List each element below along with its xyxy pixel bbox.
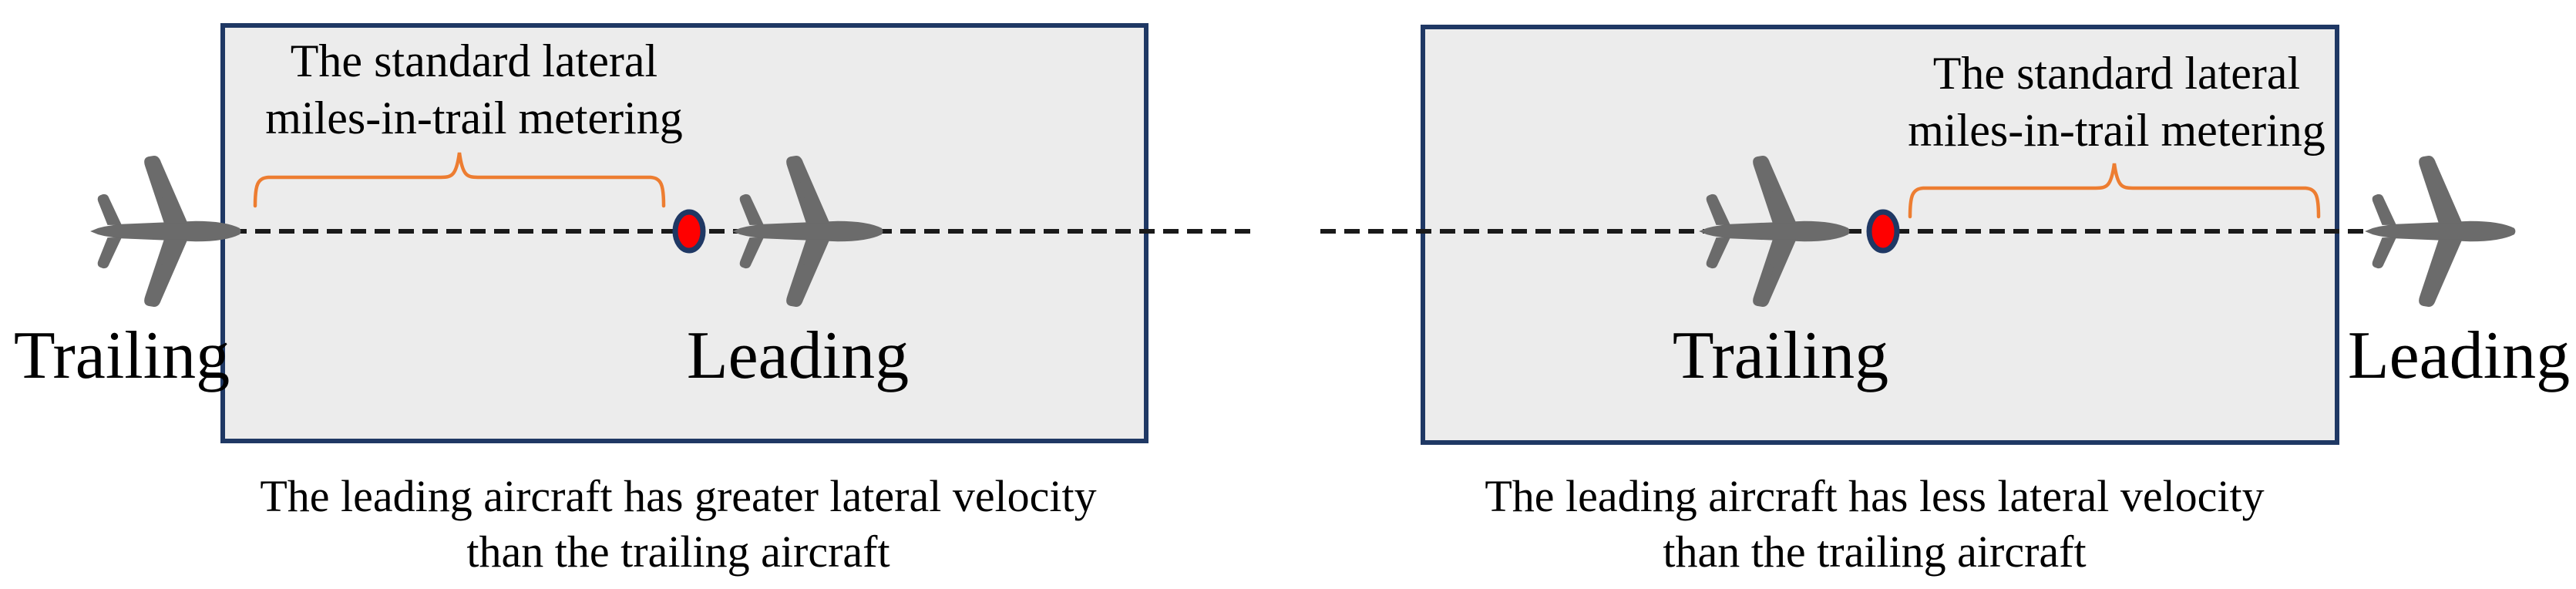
left-leading-label: Leading	[686, 318, 910, 393]
metering-brace-right	[1908, 163, 2321, 219]
left-separation-annotation-line2: miles-in-trail metering	[265, 93, 683, 143]
right-separation-annotation: The standard lateral miles-in-trail mete…	[1908, 45, 2325, 159]
left-caption: The leading aircraft has greater lateral…	[260, 469, 1096, 580]
trailing-aircraft-icon-left	[90, 155, 241, 308]
right-leading-label: Leading	[2347, 318, 2571, 393]
left-separation-annotation: The standard lateral miles-in-trail mete…	[265, 32, 683, 146]
right-separation-annotation-line1: The standard lateral	[1932, 48, 2301, 99]
right-trailing-label: Trailing	[1672, 318, 1889, 393]
right-caption-line1: The leading aircraft has less lateral ve…	[1485, 471, 2265, 521]
metering-point-left	[672, 209, 706, 254]
left-separation-annotation-line1: The standard lateral	[290, 35, 658, 86]
metering-point-right	[1866, 209, 1900, 254]
left-caption-line1: The leading aircraft has greater lateral…	[260, 471, 1097, 521]
leading-aircraft-icon-right	[2365, 155, 2516, 308]
right-caption-line2: than the trailing aircraft	[1663, 527, 2087, 577]
right-separation-annotation-line2: miles-in-trail metering	[1908, 105, 2325, 156]
left-caption-line2: than the trailing aircraft	[466, 527, 890, 577]
metering-brace-left	[253, 152, 666, 208]
right-caption: The leading aircraft has less lateral ve…	[1485, 469, 2264, 580]
left-trailing-label: Trailing	[13, 318, 230, 393]
leading-aircraft-icon-left	[732, 155, 883, 308]
trailing-aircraft-icon-right	[1699, 155, 1850, 308]
